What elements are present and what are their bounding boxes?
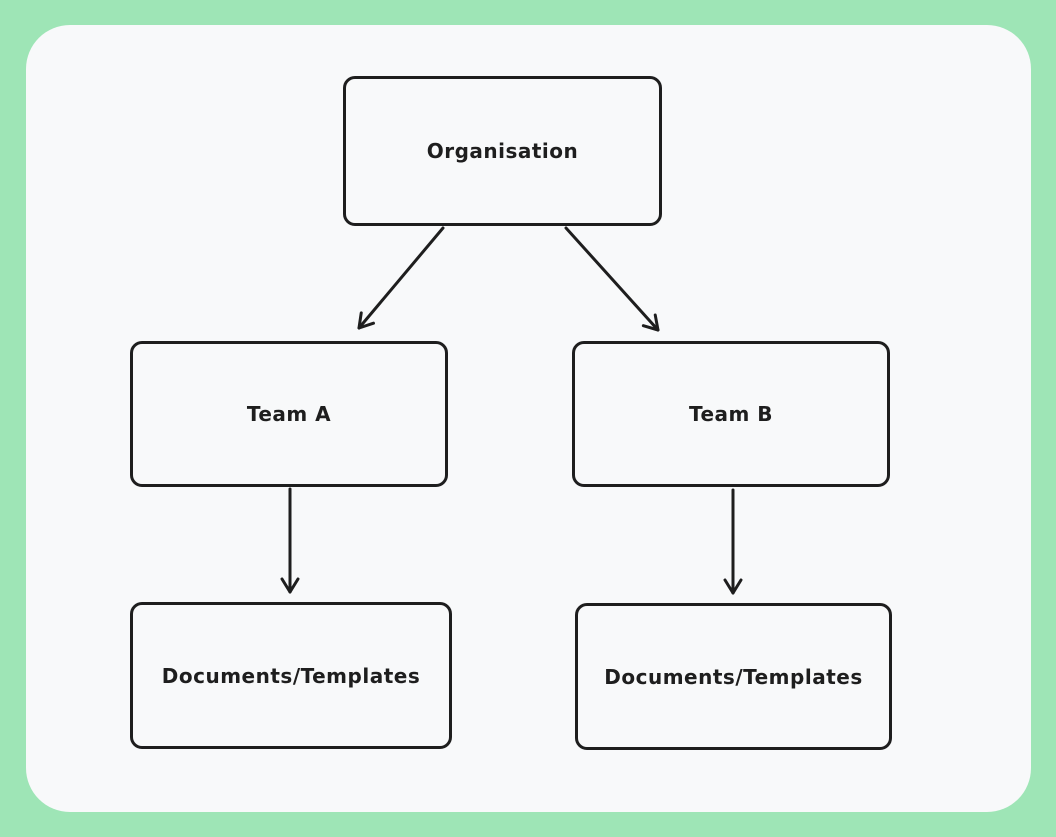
diagram-node-label: Team A	[246, 402, 332, 426]
diagram-node-label: Team B	[688, 402, 774, 426]
edge-organisation-to-team-a[interactable]	[357, 226, 445, 330]
diagram-node-organisation[interactable]: Organisation	[343, 76, 662, 226]
diagram-node-label: Documents/Templates	[604, 664, 863, 689]
diagram-node-label: Organisation	[426, 139, 579, 163]
diagram-node-label: Documents/Templates	[161, 663, 421, 688]
edge-organisation-to-team-b[interactable]	[564, 226, 660, 332]
diagram-node-team-a[interactable]: Team A	[130, 341, 448, 487]
diagram-node-team-b[interactable]: Team B	[572, 341, 890, 487]
diagram-node-documents-templates-a[interactable]: Documents/Templates	[130, 602, 452, 749]
diagram-canvas[interactable]	[26, 25, 1031, 812]
diagram-node-documents-templates-b[interactable]: Documents/Templates	[575, 603, 892, 750]
